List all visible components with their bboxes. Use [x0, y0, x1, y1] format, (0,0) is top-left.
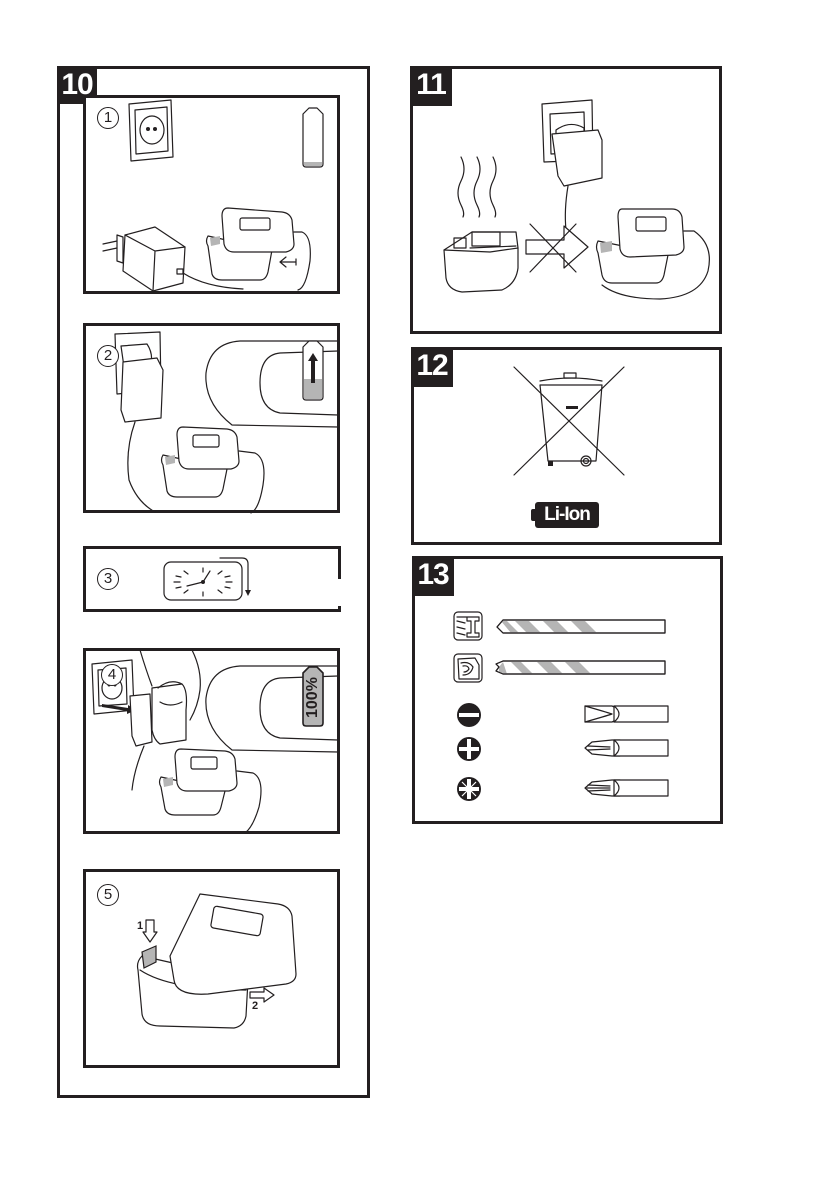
battery-in-charger-icon-3 [153, 747, 273, 837]
battery-in-charger-icon-4 [590, 205, 720, 305]
battery-in-charger-icon-2 [155, 425, 275, 515]
arrow-label-2: 2 [252, 1000, 258, 1012]
wood-material-icon [453, 653, 485, 685]
phillips-bit-icon [584, 738, 670, 758]
battery-full-label: 100% [303, 678, 323, 718]
phillips-screw-icon [456, 736, 482, 762]
step-3-frame-right-bottom [338, 606, 341, 612]
crossed-out-bin-icon [512, 365, 627, 477]
heat-waves-icon [455, 155, 505, 219]
metal-material-icon [453, 611, 485, 643]
hot-battery-pack-icon [442, 228, 522, 294]
prohibited-arrow-icon [524, 222, 594, 274]
wood-drill-bit-icon [493, 659, 669, 677]
hand-with-charger-icon [130, 650, 210, 760]
arrow-label-1: 1 [137, 920, 143, 932]
pozidriv-screw-icon [456, 776, 482, 802]
wall-socket-icon [127, 100, 177, 165]
figure-12-number: 12 [411, 347, 453, 387]
slotted-screw-icon [456, 702, 482, 728]
metal-drill-bit-icon [493, 618, 669, 636]
battery-empty-icon [300, 106, 326, 170]
figure-11-number: 11 [410, 66, 452, 106]
step-4-marker: 4 [101, 664, 123, 686]
step-3-marker: 3 [97, 568, 119, 590]
step-2-marker: 2 [97, 345, 119, 367]
clock-icon [162, 556, 252, 604]
figure-13-number: 13 [412, 556, 454, 596]
step-1-marker: 1 [97, 107, 119, 129]
slotted-bit-icon [584, 704, 670, 724]
battery-removal-icon [130, 890, 310, 1032]
battery-in-charger-icon [200, 206, 315, 296]
battery-charging-icon [300, 339, 326, 403]
pozidriv-bit-icon [584, 778, 670, 798]
press-down-arrow-icon [142, 920, 158, 944]
step-3-frame-right-top [338, 546, 341, 579]
li-ion-label-text: Li-Ion [535, 502, 599, 528]
step-5-marker: 5 [97, 884, 119, 906]
